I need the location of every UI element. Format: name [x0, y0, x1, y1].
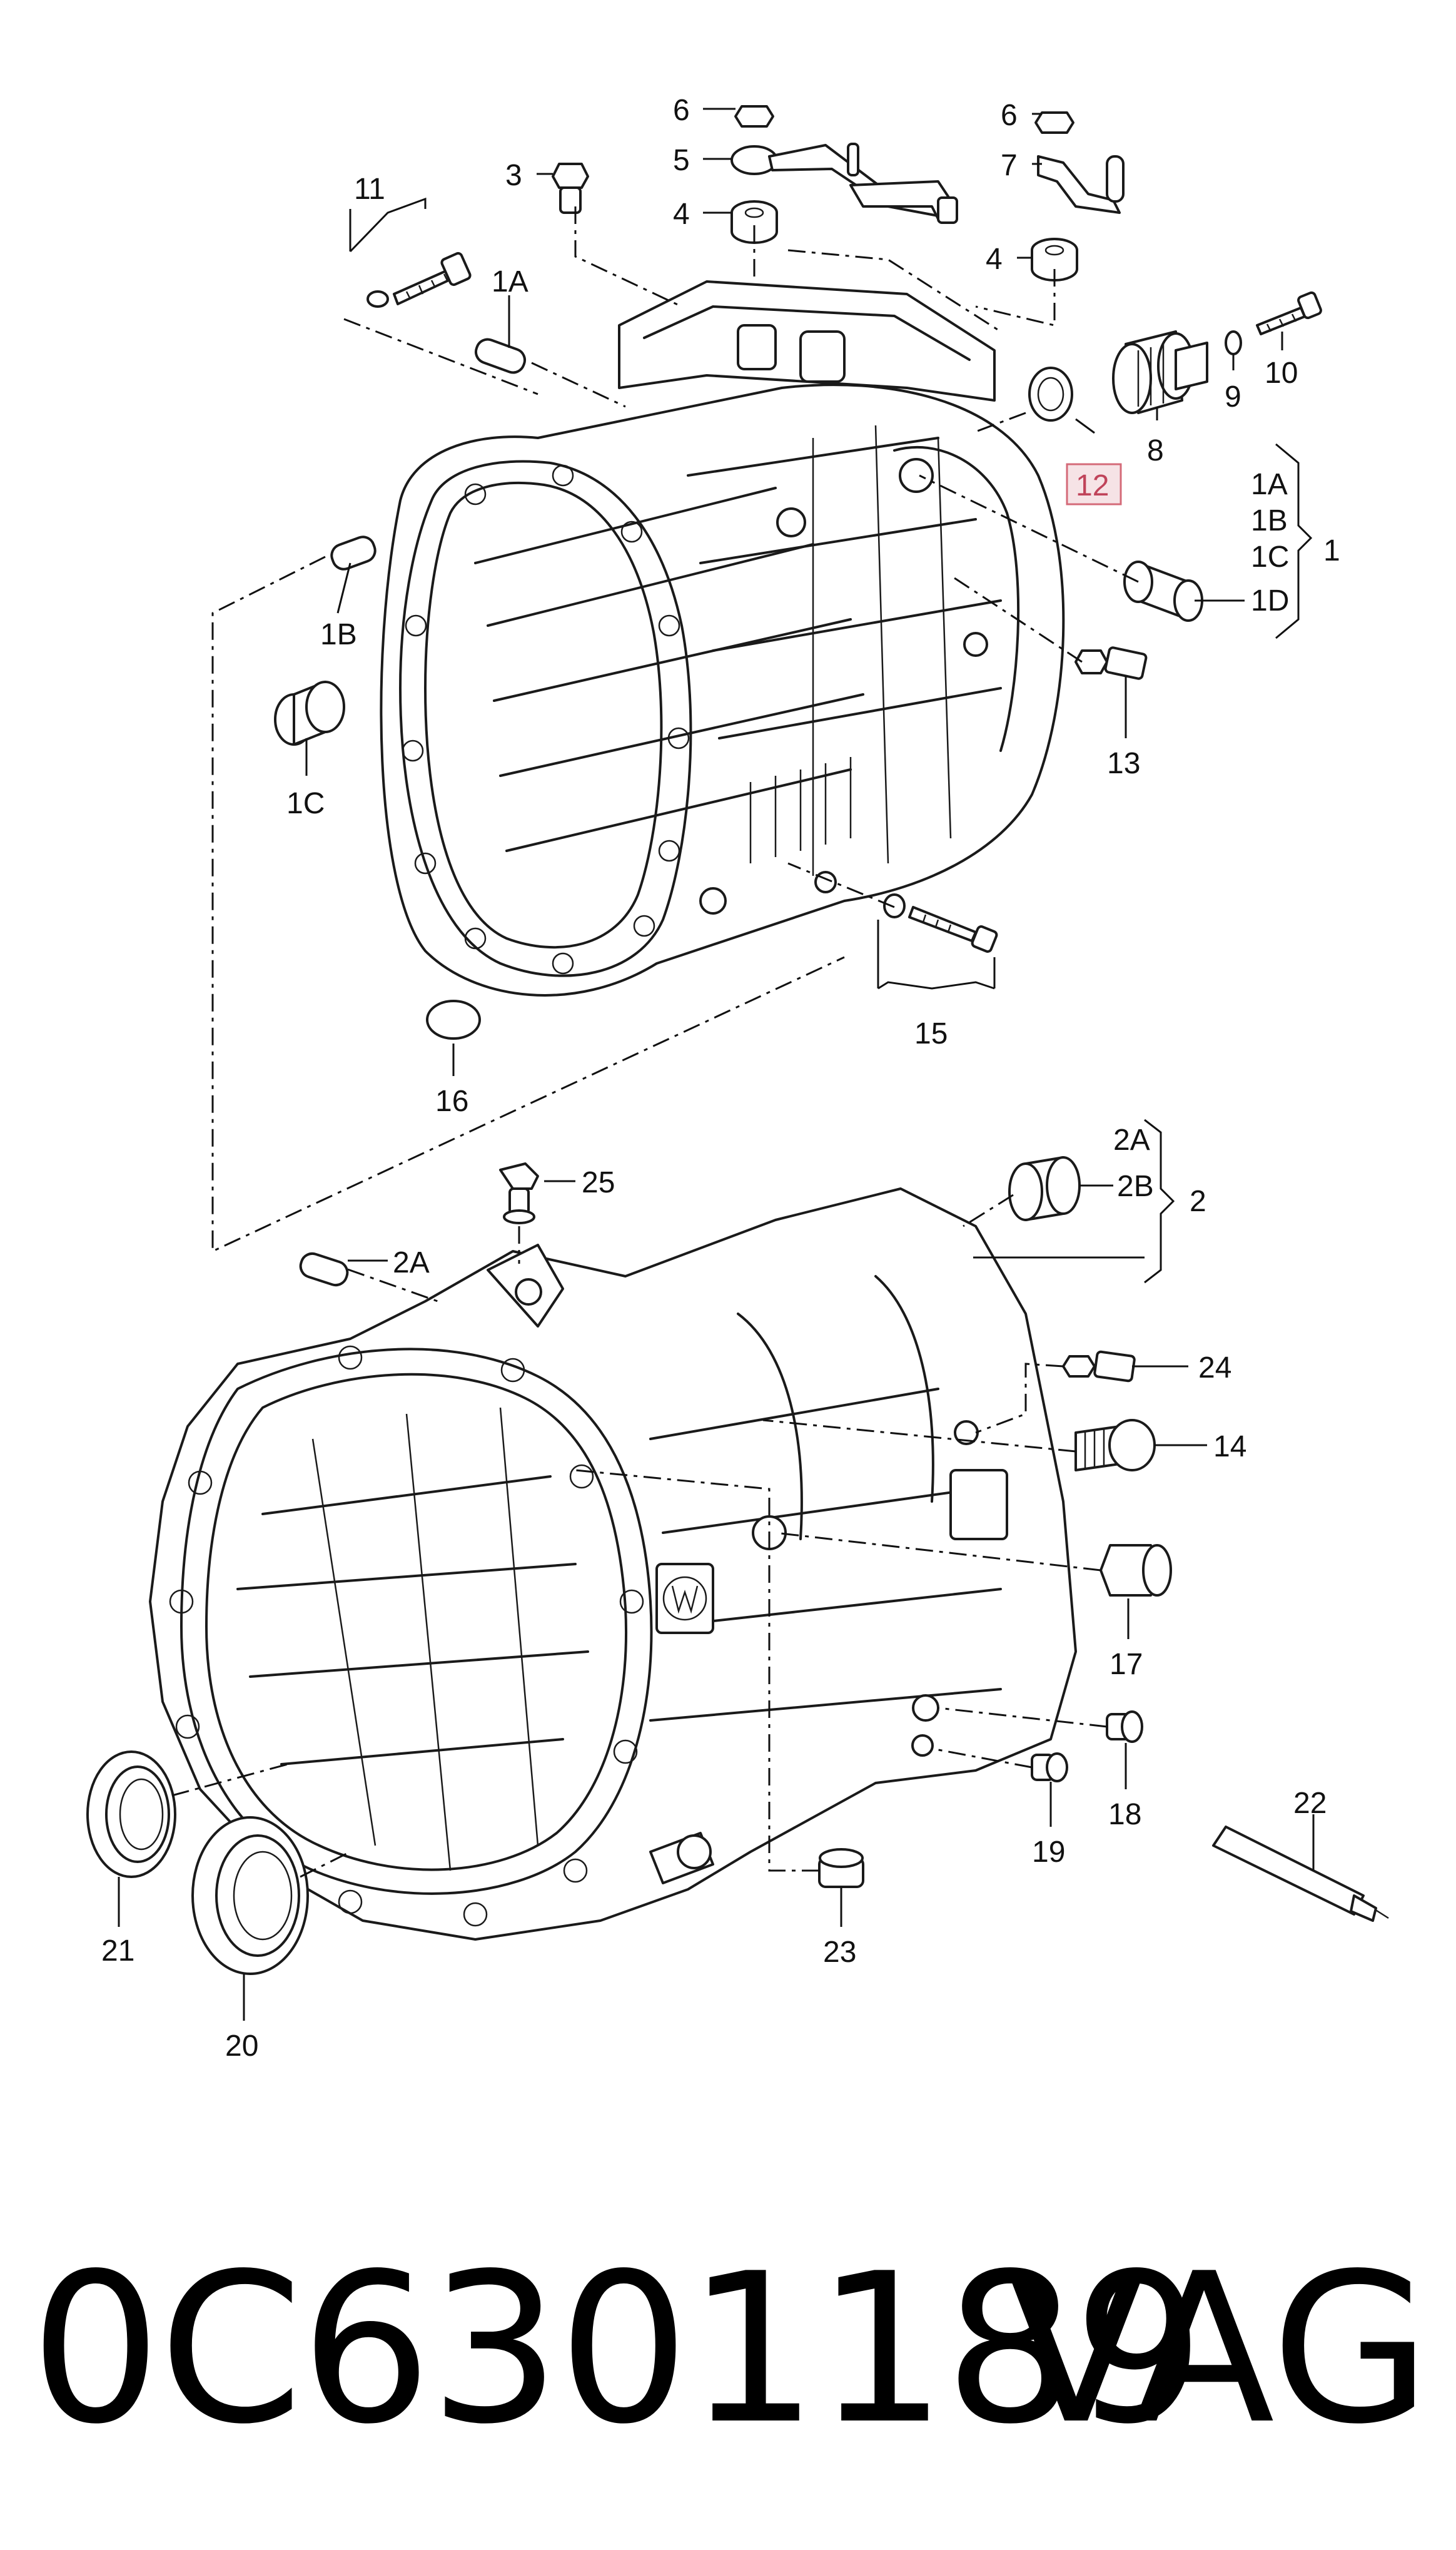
assembly-lines — [171, 206, 1139, 1878]
callout-1A-left: 1A — [492, 265, 528, 298]
bearing-8 — [1112, 330, 1208, 414]
callout-6b: 6 — [1001, 99, 1018, 132]
plug-18 — [1106, 1710, 1143, 1743]
callout-1D: 1D — [1251, 584, 1289, 617]
oil-seal-21 — [86, 1750, 176, 1878]
sleeve-2B — [1008, 1156, 1081, 1221]
bolt-11 — [367, 251, 472, 308]
sensor-3 — [552, 163, 589, 214]
nut-6a — [734, 105, 774, 128]
bolt-15 — [883, 893, 998, 953]
plug-19 — [1031, 1752, 1068, 1782]
callout-7: 7 — [1001, 149, 1018, 182]
oil-seal-20 — [191, 1816, 309, 1975]
callout-4a: 4 — [673, 198, 690, 231]
sleeve-1C — [274, 681, 345, 746]
callout-12: 12 — [1076, 469, 1109, 502]
callout-18: 18 — [1108, 1798, 1141, 1831]
callout-2B: 2B — [1117, 1170, 1154, 1203]
sleeve-1D — [1123, 561, 1203, 622]
callout-13: 13 — [1107, 747, 1140, 780]
callout-2: 2 — [1190, 1185, 1206, 1218]
callout-8: 8 — [1147, 434, 1164, 467]
bushing-4b — [1031, 238, 1078, 282]
dowel-1B — [330, 536, 377, 571]
callout-1: 1 — [1323, 534, 1340, 567]
callout-20: 20 — [225, 2029, 258, 2063]
callout-leaders — [118, 108, 1315, 2021]
callout-9: 9 — [1225, 380, 1241, 414]
shift-lever-5 — [731, 143, 958, 224]
sensor-13 — [1074, 646, 1148, 680]
washer-9 — [1225, 330, 1242, 355]
sealant-tube-22 — [1212, 1826, 1389, 1922]
sensor-24 — [1062, 1350, 1136, 1383]
selector-lever-7 — [1037, 155, 1125, 214]
callout-15: 15 — [914, 1017, 948, 1050]
callout-1C-left: 1C — [286, 787, 325, 820]
callout-1A-right: 1A — [1251, 468, 1288, 501]
callout-25: 25 — [582, 1166, 615, 1199]
callout-17: 17 — [1110, 1648, 1143, 1681]
breather-25 — [499, 1162, 539, 1224]
seal-ring-12 — [1028, 367, 1073, 422]
callout-23: 23 — [823, 1936, 856, 1969]
cap-16 — [426, 1000, 481, 1040]
callout-3: 3 — [505, 159, 522, 192]
callout-11: 11 — [354, 173, 385, 206]
callout-2A-right: 2A — [1113, 1124, 1150, 1157]
callout-16: 16 — [435, 1085, 468, 1118]
brand-name: VAG — [1005, 2229, 1431, 2469]
callout-24: 24 — [1198, 1351, 1231, 1384]
nut-6b — [1034, 111, 1074, 134]
plug-17 — [1100, 1544, 1172, 1597]
callout-labels: 6 5 4 3 6 7 4 11 1A 1B 1C 12 8 9 10 1A 1… — [101, 94, 1340, 2063]
highlight-box-12 — [1066, 463, 1122, 505]
callout-2A-left: 2A — [393, 1246, 430, 1279]
bolt-10 — [1256, 291, 1322, 335]
callout-10: 10 — [1265, 357, 1298, 390]
lower-transmission-housing — [149, 1187, 1077, 1941]
dowel-1A — [474, 338, 527, 374]
callout-14: 14 — [1213, 1430, 1246, 1463]
plug-23 — [818, 1848, 864, 1888]
plug-14 — [1074, 1419, 1156, 1471]
upper-transmission-housing — [380, 280, 1065, 997]
callout-5: 5 — [673, 144, 690, 177]
dowel-2A — [299, 1252, 349, 1287]
callout-21: 21 — [101, 1934, 134, 1968]
callout-6a: 6 — [673, 94, 690, 127]
part-number: 0C6301189 — [30, 2229, 1205, 2469]
callout-1B-right: 1B — [1251, 504, 1288, 537]
callout-1B-left: 1B — [320, 618, 357, 651]
callout-1C-right: 1C — [1251, 541, 1289, 574]
callout-22: 22 — [1293, 1787, 1327, 1820]
callout-19: 19 — [1032, 1836, 1065, 1869]
callout-4b: 4 — [986, 243, 1003, 276]
